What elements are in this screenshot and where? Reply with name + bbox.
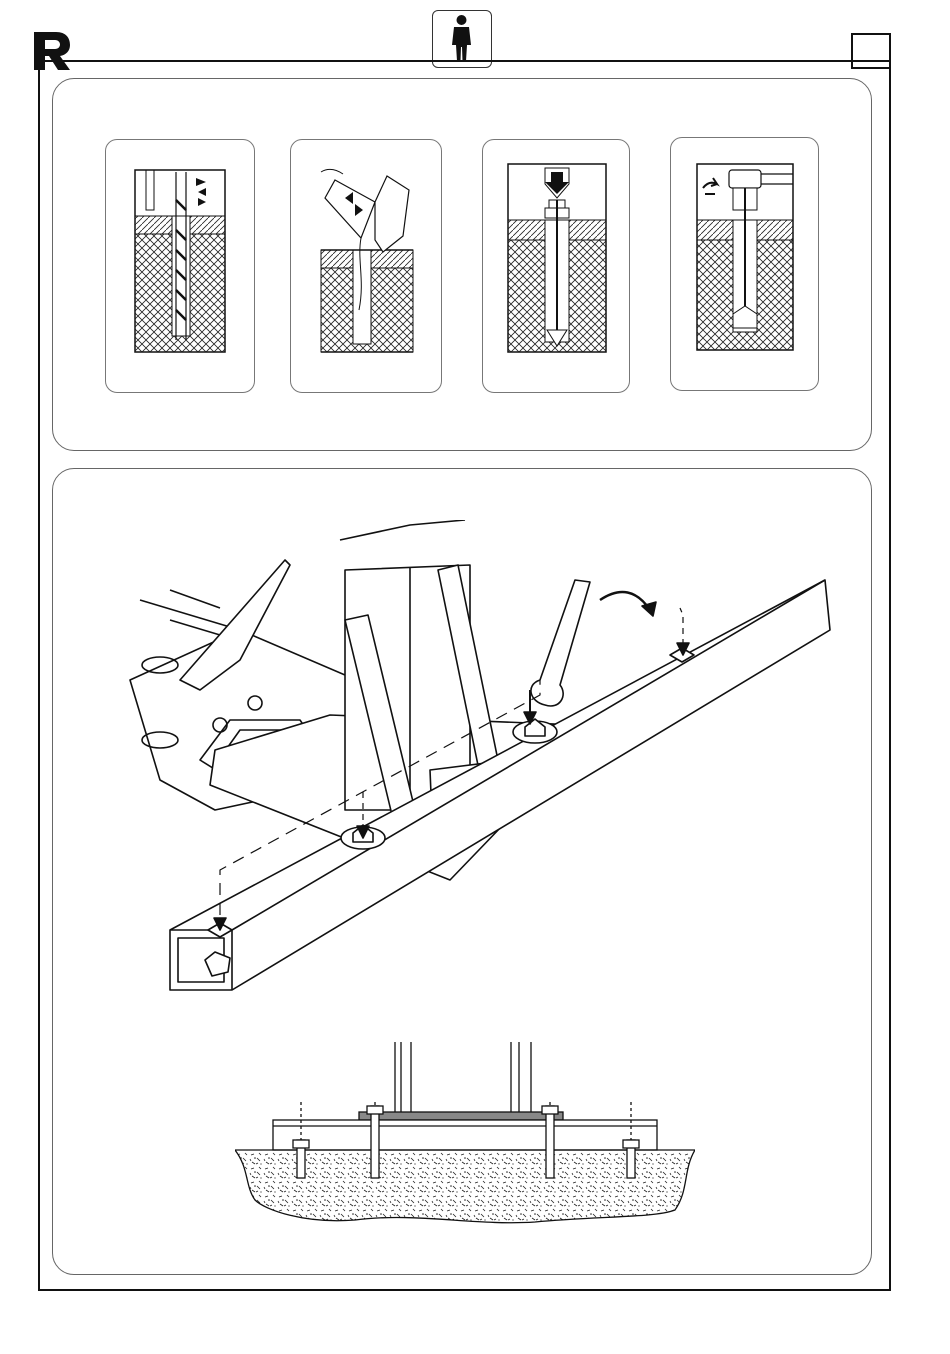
tighten-anchor-icon [671,138,820,392]
clean-hole-icon [291,140,443,394]
insert-anchor-icon [483,140,631,394]
column-base-anchoring-diagram [120,520,840,1000]
drill-hole-icon [106,140,256,394]
step-clean-hole [290,139,442,393]
step-insert-anchor [482,139,630,393]
anchor-bolt-cross-section-diagram [235,1040,695,1230]
single-operator-icon [433,11,490,66]
step-drill-hole [105,139,255,393]
step-tighten-anchor [670,137,819,391]
